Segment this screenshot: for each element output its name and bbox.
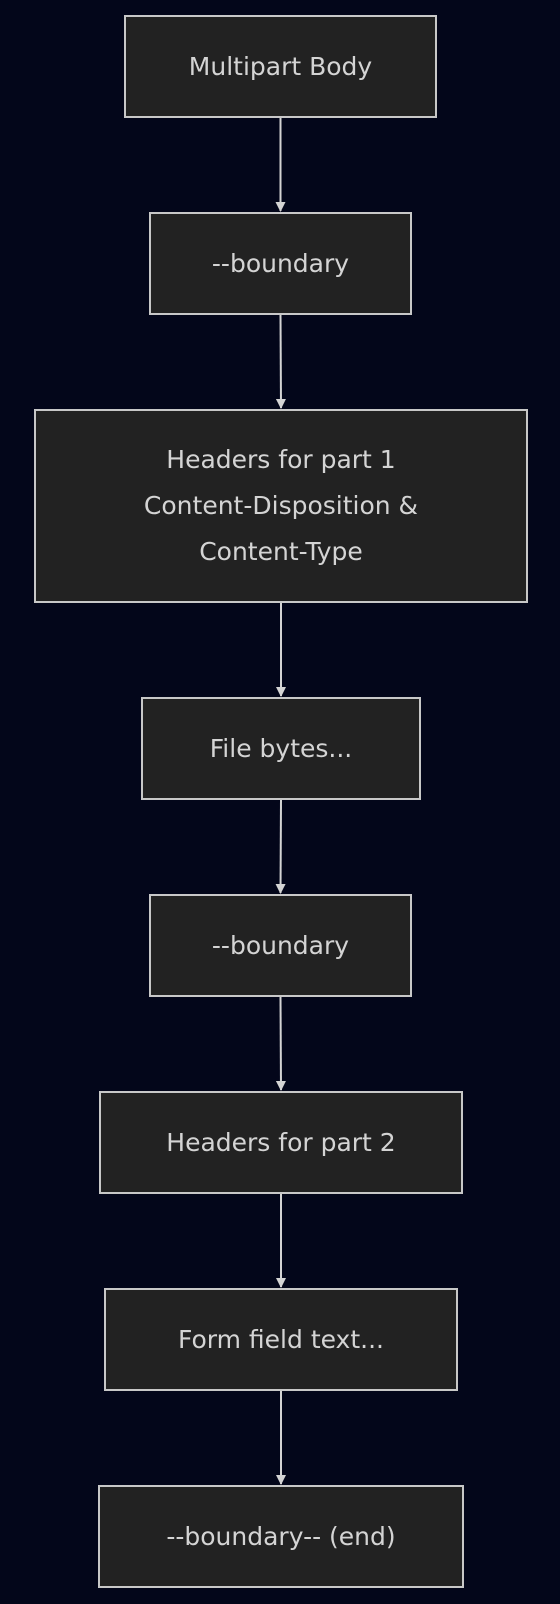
node-label-line: Multipart Body <box>188 51 373 81</box>
node-label-line: --boundary-- (end) <box>166 1521 396 1551</box>
edge-arrow-boundary-2-to-headers-part-2 <box>275 996 286 1091</box>
node-label-line: Content-Type <box>199 537 363 566</box>
node-label-line: File bytes... <box>209 733 353 763</box>
node-form-field-text: Form field text... <box>104 1288 458 1391</box>
node-label-line: Content-Disposition & <box>143 491 419 520</box>
node-headers-part-2: Headers for part 2 <box>99 1091 463 1194</box>
node-label-line: Form field text... <box>178 1324 384 1354</box>
node-file-bytes: File bytes... <box>141 697 421 800</box>
edge-arrow-boundary-1-to-headers-part-1 <box>275 314 286 409</box>
node-label-line: Headers for part 2 <box>166 1127 396 1157</box>
node-label-line: --boundary <box>211 930 350 960</box>
node-label-line: --boundary <box>211 248 350 278</box>
node-boundary-end: --boundary-- (end) <box>98 1485 464 1588</box>
node-boundary-2: --boundary <box>149 894 412 997</box>
node-boundary-1: --boundary <box>149 212 412 315</box>
node-label-line: Headers for part 1 <box>166 445 396 474</box>
node-multipart-body: Multipart Body <box>124 15 437 118</box>
edge-arrow-file-bytes-to-boundary-2 <box>275 799 286 894</box>
node-headers-part-1: Headers for part 1 Content-Disposition &… <box>34 409 528 603</box>
